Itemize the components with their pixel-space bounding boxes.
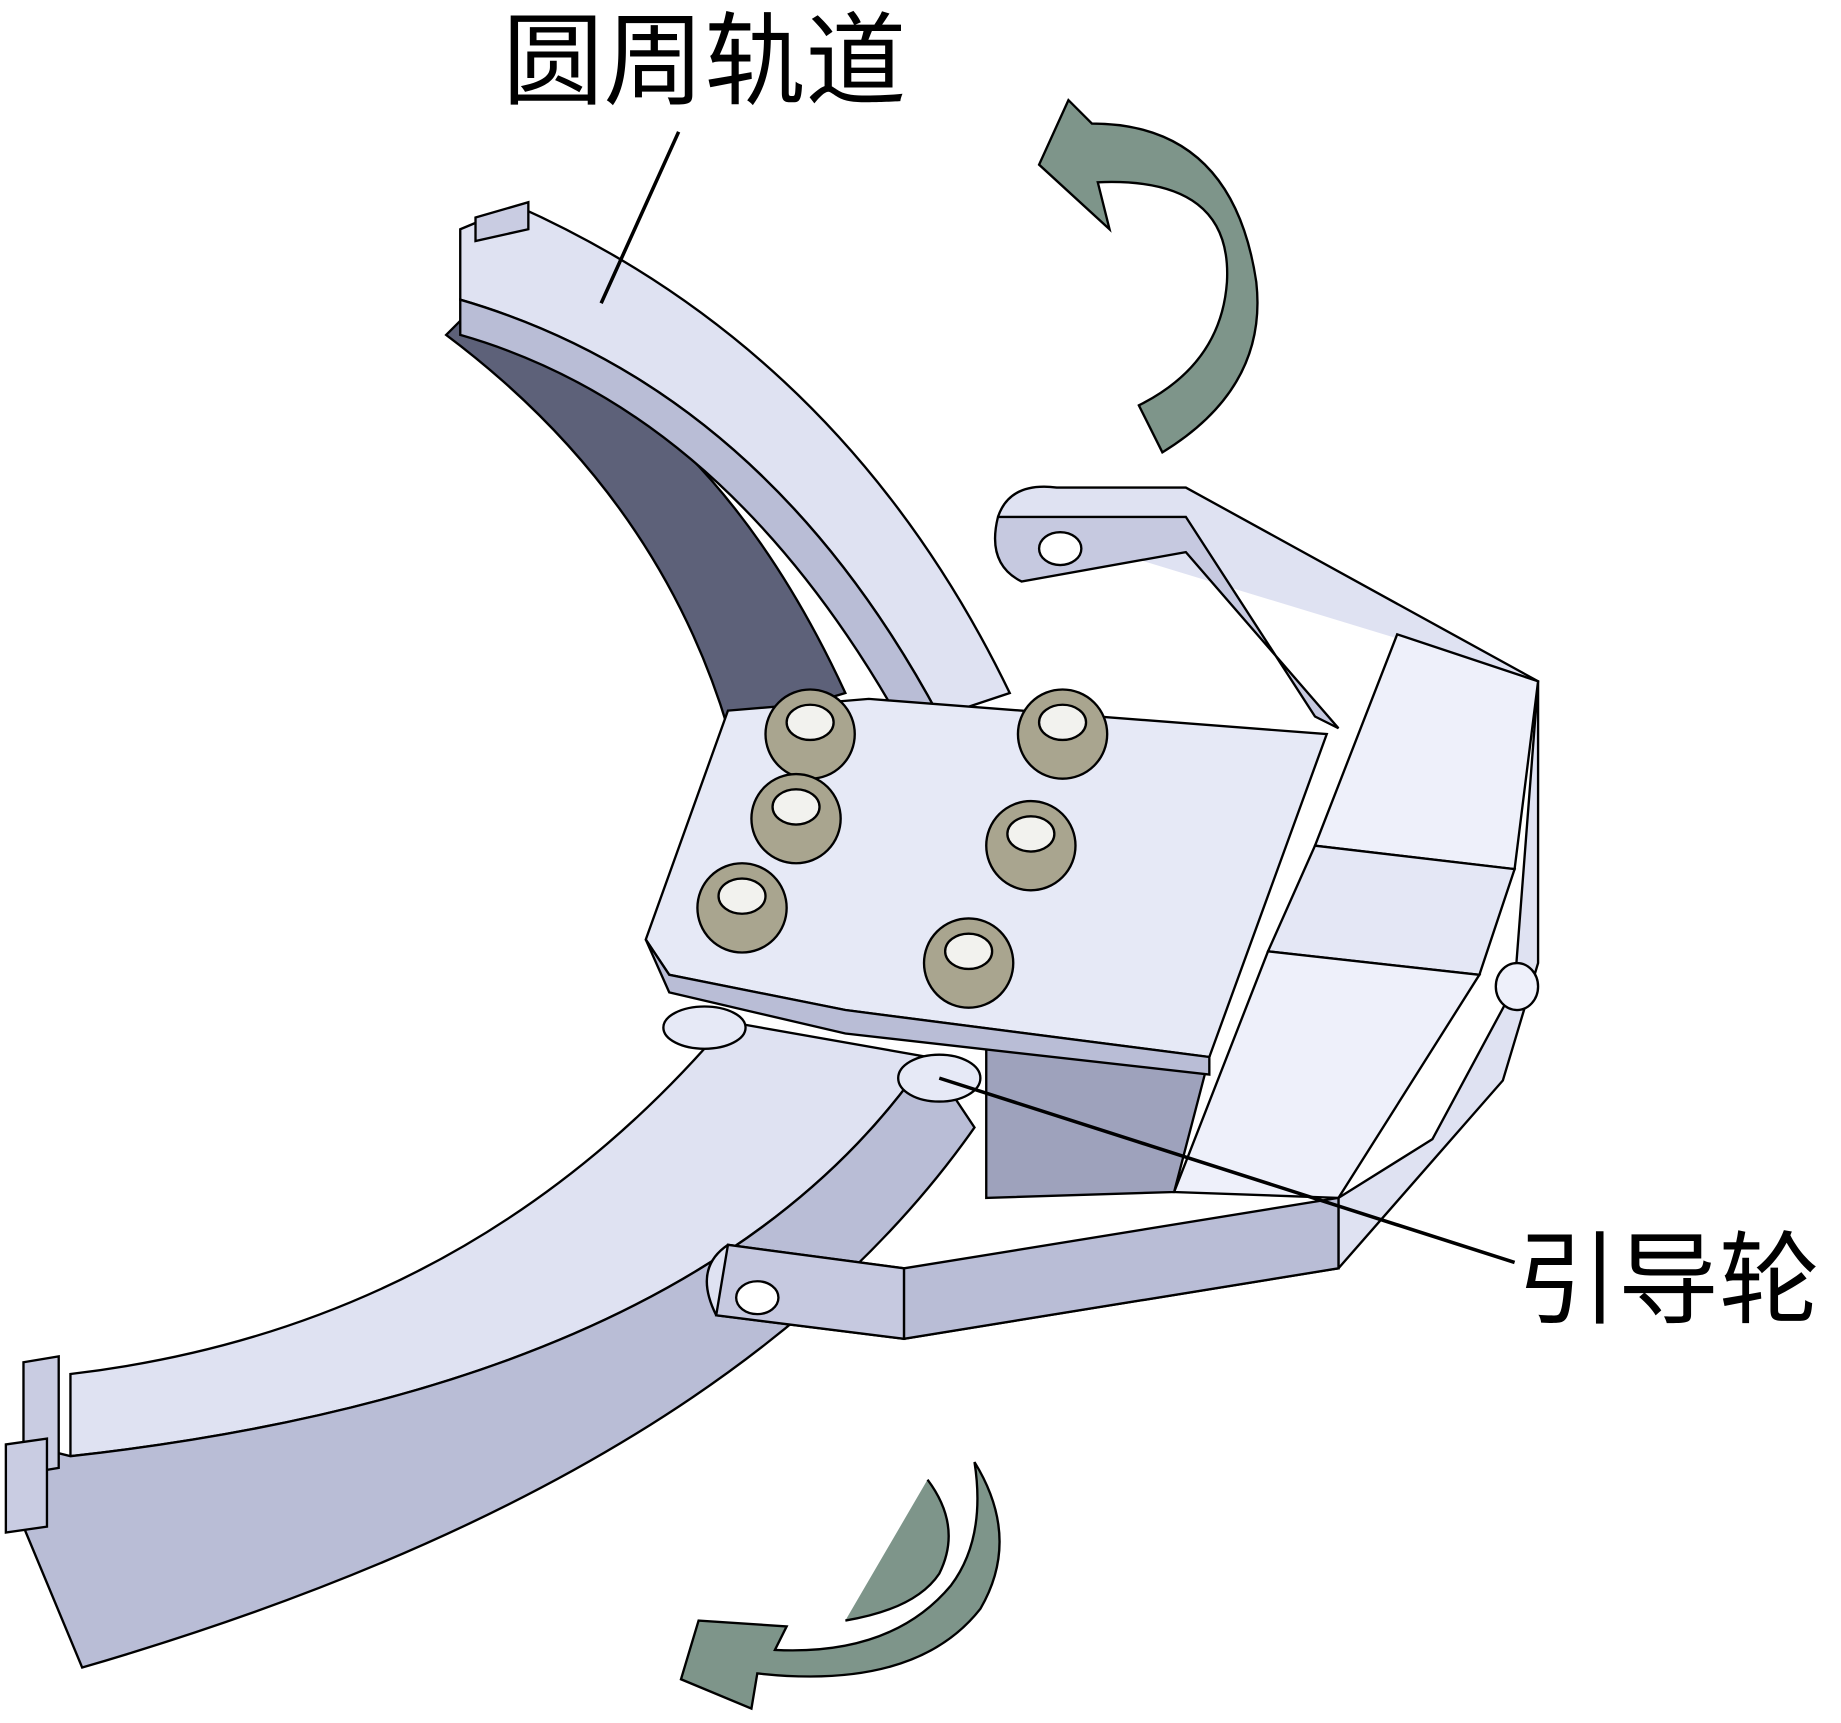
track-leader-line bbox=[599, 131, 681, 304]
circular-track-upper bbox=[444, 200, 1012, 730]
rotation-arrow-upper-icon bbox=[1037, 98, 1259, 454]
guide-wheel-label: 引导轮 bbox=[1517, 1221, 1820, 1339]
track-label: 圆周轨道 bbox=[503, 3, 907, 121]
guide-bracket bbox=[705, 485, 1540, 1341]
circular-track-lower bbox=[4, 1020, 976, 1669]
guide-wheel-leader-line bbox=[938, 1076, 1516, 1265]
nuts bbox=[696, 688, 1109, 1009]
rotation-arrow-lower-icon bbox=[679, 1461, 1001, 1711]
